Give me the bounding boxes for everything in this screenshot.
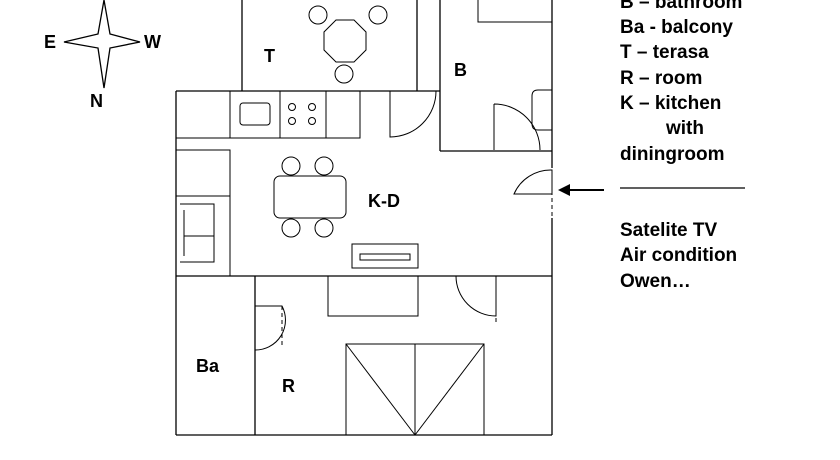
amenity-line: Satelite TV [620, 220, 717, 241]
washbasin [531, 89, 552, 131]
legend-line: with [665, 118, 704, 139]
amenity-line: Air condition [620, 245, 737, 266]
bathroom: B [440, 0, 553, 152]
terrace: T [241, 0, 441, 151]
terrace-chair [368, 5, 388, 25]
kitchen-dining: K-D [175, 90, 553, 436]
legend-line: B – bathroom [620, 0, 742, 13]
legend-line: R – room [620, 68, 702, 89]
bed [345, 343, 485, 436]
kitchen-counter [229, 91, 361, 139]
stove [288, 103, 316, 125]
legend-line: T – terasa [620, 42, 709, 63]
sink [239, 102, 271, 126]
legend-line: diningroom [620, 144, 724, 165]
entrance-door [513, 169, 553, 195]
room-label-room: R [282, 376, 295, 396]
room-door [455, 275, 497, 317]
sofa [180, 203, 215, 263]
terrace-chair [334, 64, 354, 84]
dining-chair [314, 156, 334, 176]
balcony-door [254, 305, 286, 351]
entrance-arrow-icon [558, 184, 604, 196]
dining-chair [281, 218, 301, 238]
terrace-table [323, 19, 367, 63]
legend-line: K – kitchen [620, 93, 721, 114]
legend-line: Ba - balcony [620, 17, 733, 38]
dining-table [273, 175, 347, 219]
compass-east-label: E [44, 32, 56, 52]
bathroom-door [493, 103, 541, 151]
room-label-terrace: T [264, 46, 275, 66]
room-label-bathroom: B [454, 60, 467, 80]
amenity-line: Owen… [620, 271, 691, 292]
wardrobe [327, 276, 419, 317]
compass-north-label: N [90, 91, 103, 111]
dining-chair [281, 156, 301, 176]
compass-star-icon [63, 0, 141, 89]
bathtub [477, 0, 552, 23]
terrace-door [389, 90, 437, 138]
room-label-balcony: Ba [196, 356, 220, 376]
side-counter [176, 137, 231, 276]
balcony-and-room: Ba R [196, 275, 497, 436]
compass-west-label: W [144, 32, 161, 52]
dining-chair [314, 218, 334, 238]
compass: E W N [44, 0, 161, 111]
radiator [351, 243, 419, 269]
legend: B – bathroom Ba - balcony T – terasa R –… [620, 0, 745, 292]
terrace-chair [308, 5, 328, 25]
room-label-kitchen-dining: K-D [368, 191, 400, 211]
